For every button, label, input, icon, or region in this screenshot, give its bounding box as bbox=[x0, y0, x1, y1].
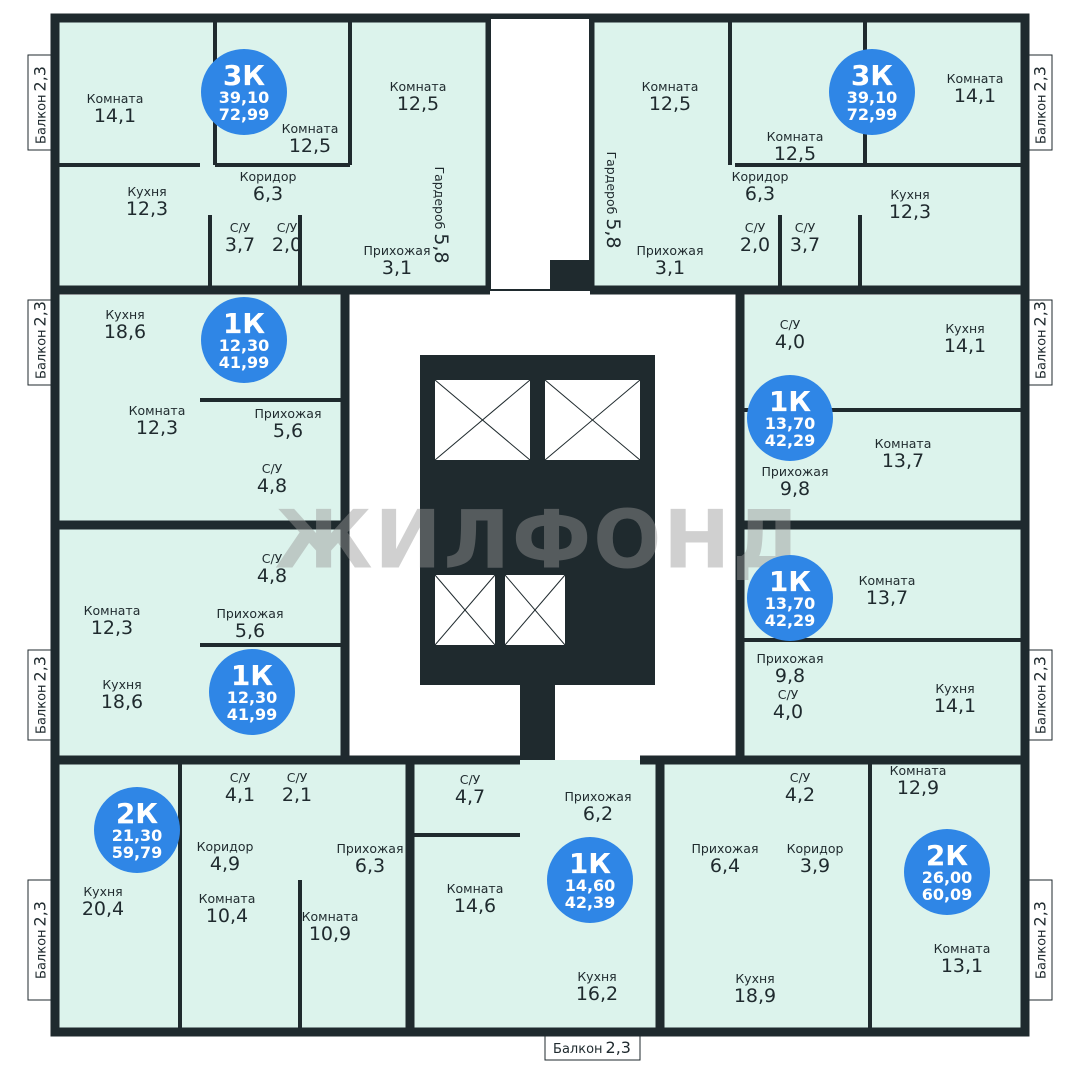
balcony-label: Балкон2,3 bbox=[30, 66, 50, 144]
balcony-label: Балкон2,3 bbox=[30, 301, 50, 379]
balcony-label: Балкон2,3 bbox=[1030, 66, 1050, 144]
watermark: ЖИЛФОНД bbox=[274, 493, 806, 587]
balcony-label: Балкон2,3 bbox=[1030, 901, 1050, 979]
balcony-label: Балкон2,3 bbox=[30, 901, 50, 979]
balcony-label: Балкон2,3 bbox=[1030, 656, 1050, 734]
core bbox=[420, 17, 655, 760]
room-label: Гардероб5,8 bbox=[601, 151, 624, 249]
balcony-label: Балкон2,3 bbox=[30, 656, 50, 734]
balcony-label: Балкон2,3 bbox=[1030, 301, 1050, 379]
room-label: Гардероб5,8 bbox=[429, 166, 452, 264]
